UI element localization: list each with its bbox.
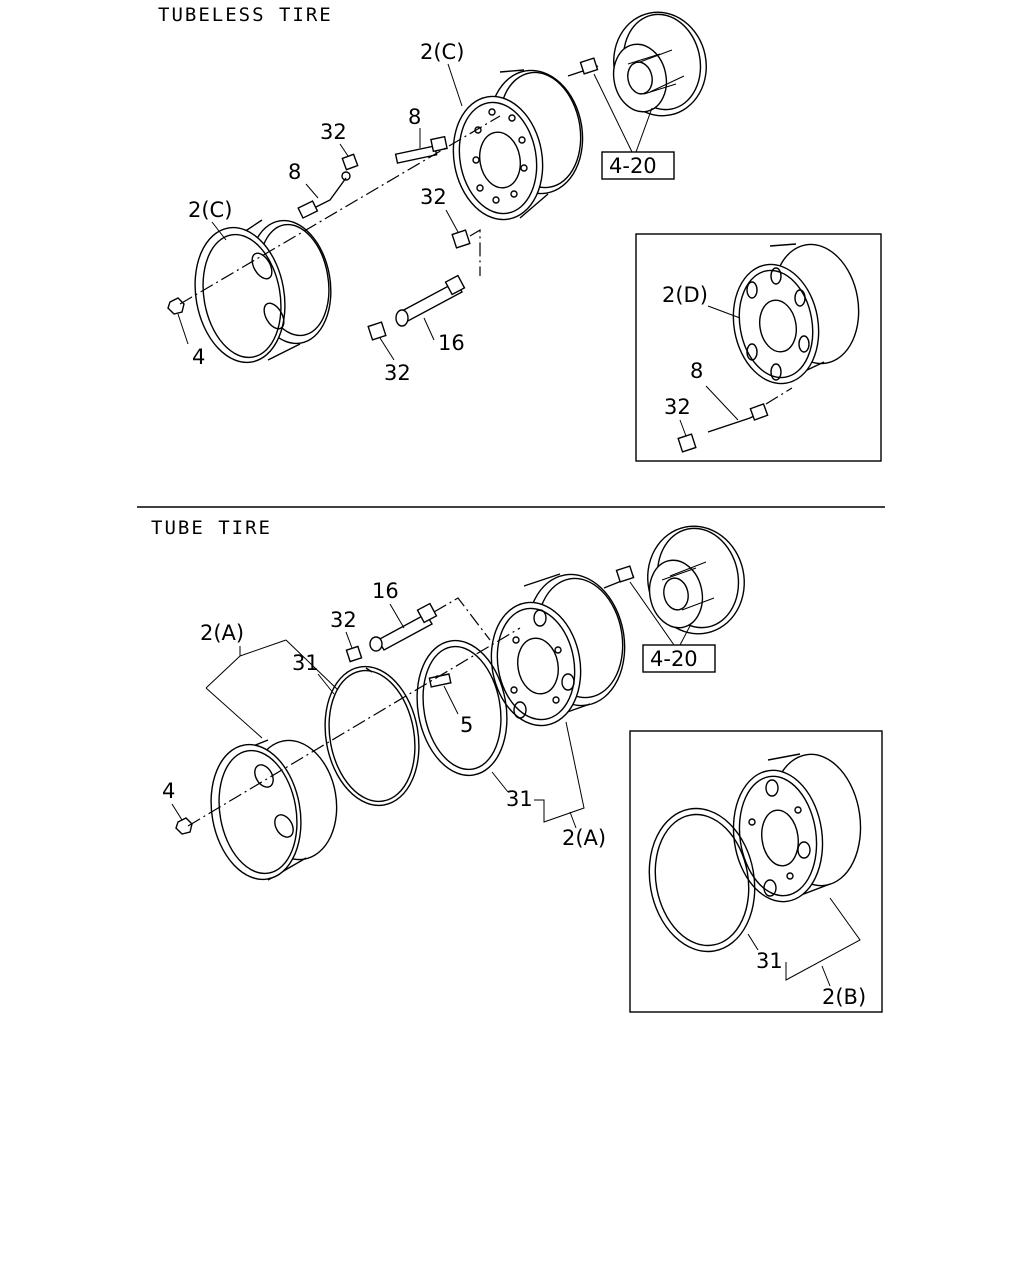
hub-ref-label-top: 4-20 <box>609 154 657 178</box>
label-cap-32-left: 32 <box>320 120 347 144</box>
valve-extension-tube <box>369 602 438 652</box>
wheel-stud-bottom <box>603 565 635 589</box>
wheel-2b-inset <box>732 753 862 903</box>
valve-stem-left <box>297 171 351 219</box>
label-extension-16-tubeless: 16 <box>438 331 465 355</box>
label-wheel-2a-top: 2(A) <box>200 621 244 645</box>
label-wheel-2a-bottom: 2(A) <box>562 826 606 850</box>
valve-cap-tube <box>345 645 363 663</box>
hub-ref-box-bottom <box>642 644 716 673</box>
label-valve-8-left: 8 <box>288 160 301 184</box>
wheel-tubeless-rear <box>452 69 584 221</box>
tube-section-title: TUBE TIRE <box>151 517 272 539</box>
wheel-tubeless-front <box>194 219 332 364</box>
hub-assembly-bottom <box>647 525 745 635</box>
lock-ring-left <box>324 665 420 807</box>
tubeless-section-title: TUBELESS TIRE <box>158 4 333 26</box>
wheel-nut-tubeless <box>167 297 185 315</box>
tubeless-tire-section: TUBELESS TIRE 4-20 <box>158 4 882 462</box>
label-cap-32-tube: 32 <box>330 608 357 632</box>
label-cap-32-mid: 32 <box>420 185 447 209</box>
label-nut-4-tube: 4 <box>162 779 175 803</box>
inset-box-2d <box>635 233 882 462</box>
wheel-nut-tube <box>175 817 193 835</box>
label-valve-8-inset: 8 <box>690 359 703 383</box>
label-cap-32-inset: 32 <box>664 395 691 419</box>
tube-tire-section: TUBE TIRE 4-20 <box>151 517 883 1013</box>
label-nut-4-tubeless: 4 <box>192 345 205 369</box>
hub-assembly-top <box>612 11 707 117</box>
label-ring-31-top: 31 <box>292 651 319 675</box>
label-valve-8-upper: 8 <box>408 105 421 129</box>
label-ring-31-bottom: 31 <box>506 787 533 811</box>
wheel-tube-rear <box>490 573 626 727</box>
valve-stem-upper <box>394 135 448 164</box>
valve-cap-inset <box>677 433 697 453</box>
wheel-stud-top <box>567 57 599 77</box>
valve-cap-left <box>341 153 359 171</box>
label-cap-32-bottom: 32 <box>384 361 411 385</box>
label-wheel-2b-inset: 2(B) <box>822 985 866 1009</box>
valve-stem-inset <box>707 403 769 433</box>
label-extension-16-tube: 16 <box>372 579 399 603</box>
label-wheel-2d-inset: 2(D) <box>662 283 708 307</box>
hub-ref-box-top <box>601 151 675 180</box>
wheel-tube-front <box>210 739 338 881</box>
valve-cap-mid <box>451 229 471 249</box>
wheel-2d-inset <box>732 243 860 385</box>
label-stud-5: 5 <box>460 713 473 737</box>
label-wheel-2c-top: 2(C) <box>420 40 464 64</box>
valve-extension-tubeless <box>395 274 466 327</box>
inset-box-2b <box>629 730 883 1013</box>
flap-ring-inset <box>648 807 756 953</box>
label-ring-31-inset: 31 <box>756 949 783 973</box>
valve-cap-bottom <box>367 321 387 341</box>
hub-ref-label-bottom: 4-20 <box>650 647 698 671</box>
label-wheel-2c-left: 2(C) <box>188 198 232 222</box>
